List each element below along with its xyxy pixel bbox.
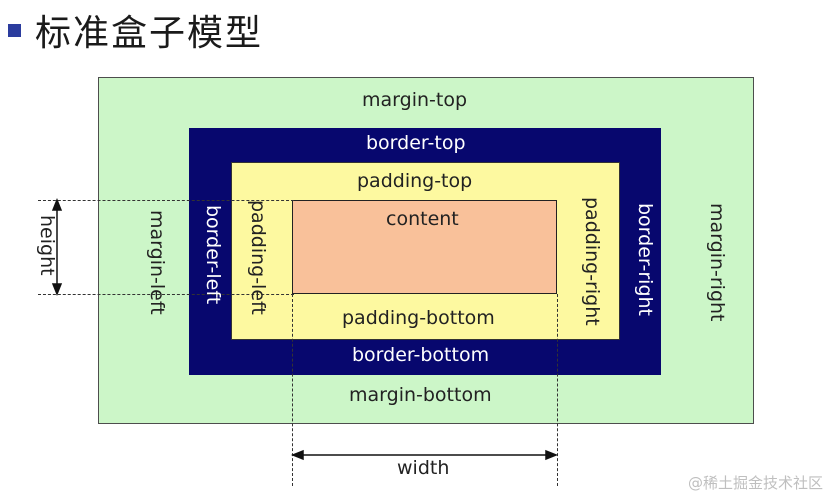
width-arrow-head-right [545, 449, 559, 461]
height-label: height [36, 215, 58, 276]
width-arrow-head-left [290, 449, 304, 461]
margin-bottom-label: margin-bottom [349, 384, 492, 406]
content-label: content [386, 208, 459, 230]
border-right-label: border-right [634, 203, 656, 317]
padding-bottom-label: padding-bottom [342, 307, 495, 329]
content-area [292, 200, 557, 294]
border-top-label: border-top [366, 132, 466, 154]
title-bullet [8, 24, 21, 37]
border-left-label: border-left [202, 205, 224, 305]
height-arrow-head-top [51, 197, 63, 211]
watermark: @稀土掘金技术社区 [687, 474, 823, 492]
padding-top-label: padding-top [357, 170, 473, 192]
border-bottom-label: border-bottom [352, 344, 490, 366]
height-arrow-head-bottom [51, 283, 63, 297]
margin-left-label: margin-left [146, 210, 168, 315]
height-guide-bottom [38, 294, 294, 295]
margin-top-label: margin-top [362, 89, 468, 111]
padding-left-label: padding-left [247, 200, 269, 315]
height-guide-top [38, 200, 294, 201]
page-title: 标准盒子模型 [35, 13, 264, 54]
margin-right-label: margin-right [706, 203, 728, 322]
width-guide-left [292, 294, 293, 486]
padding-right-label: padding-right [581, 197, 603, 326]
width-guide-right [557, 294, 558, 486]
width-label: width [397, 457, 450, 479]
